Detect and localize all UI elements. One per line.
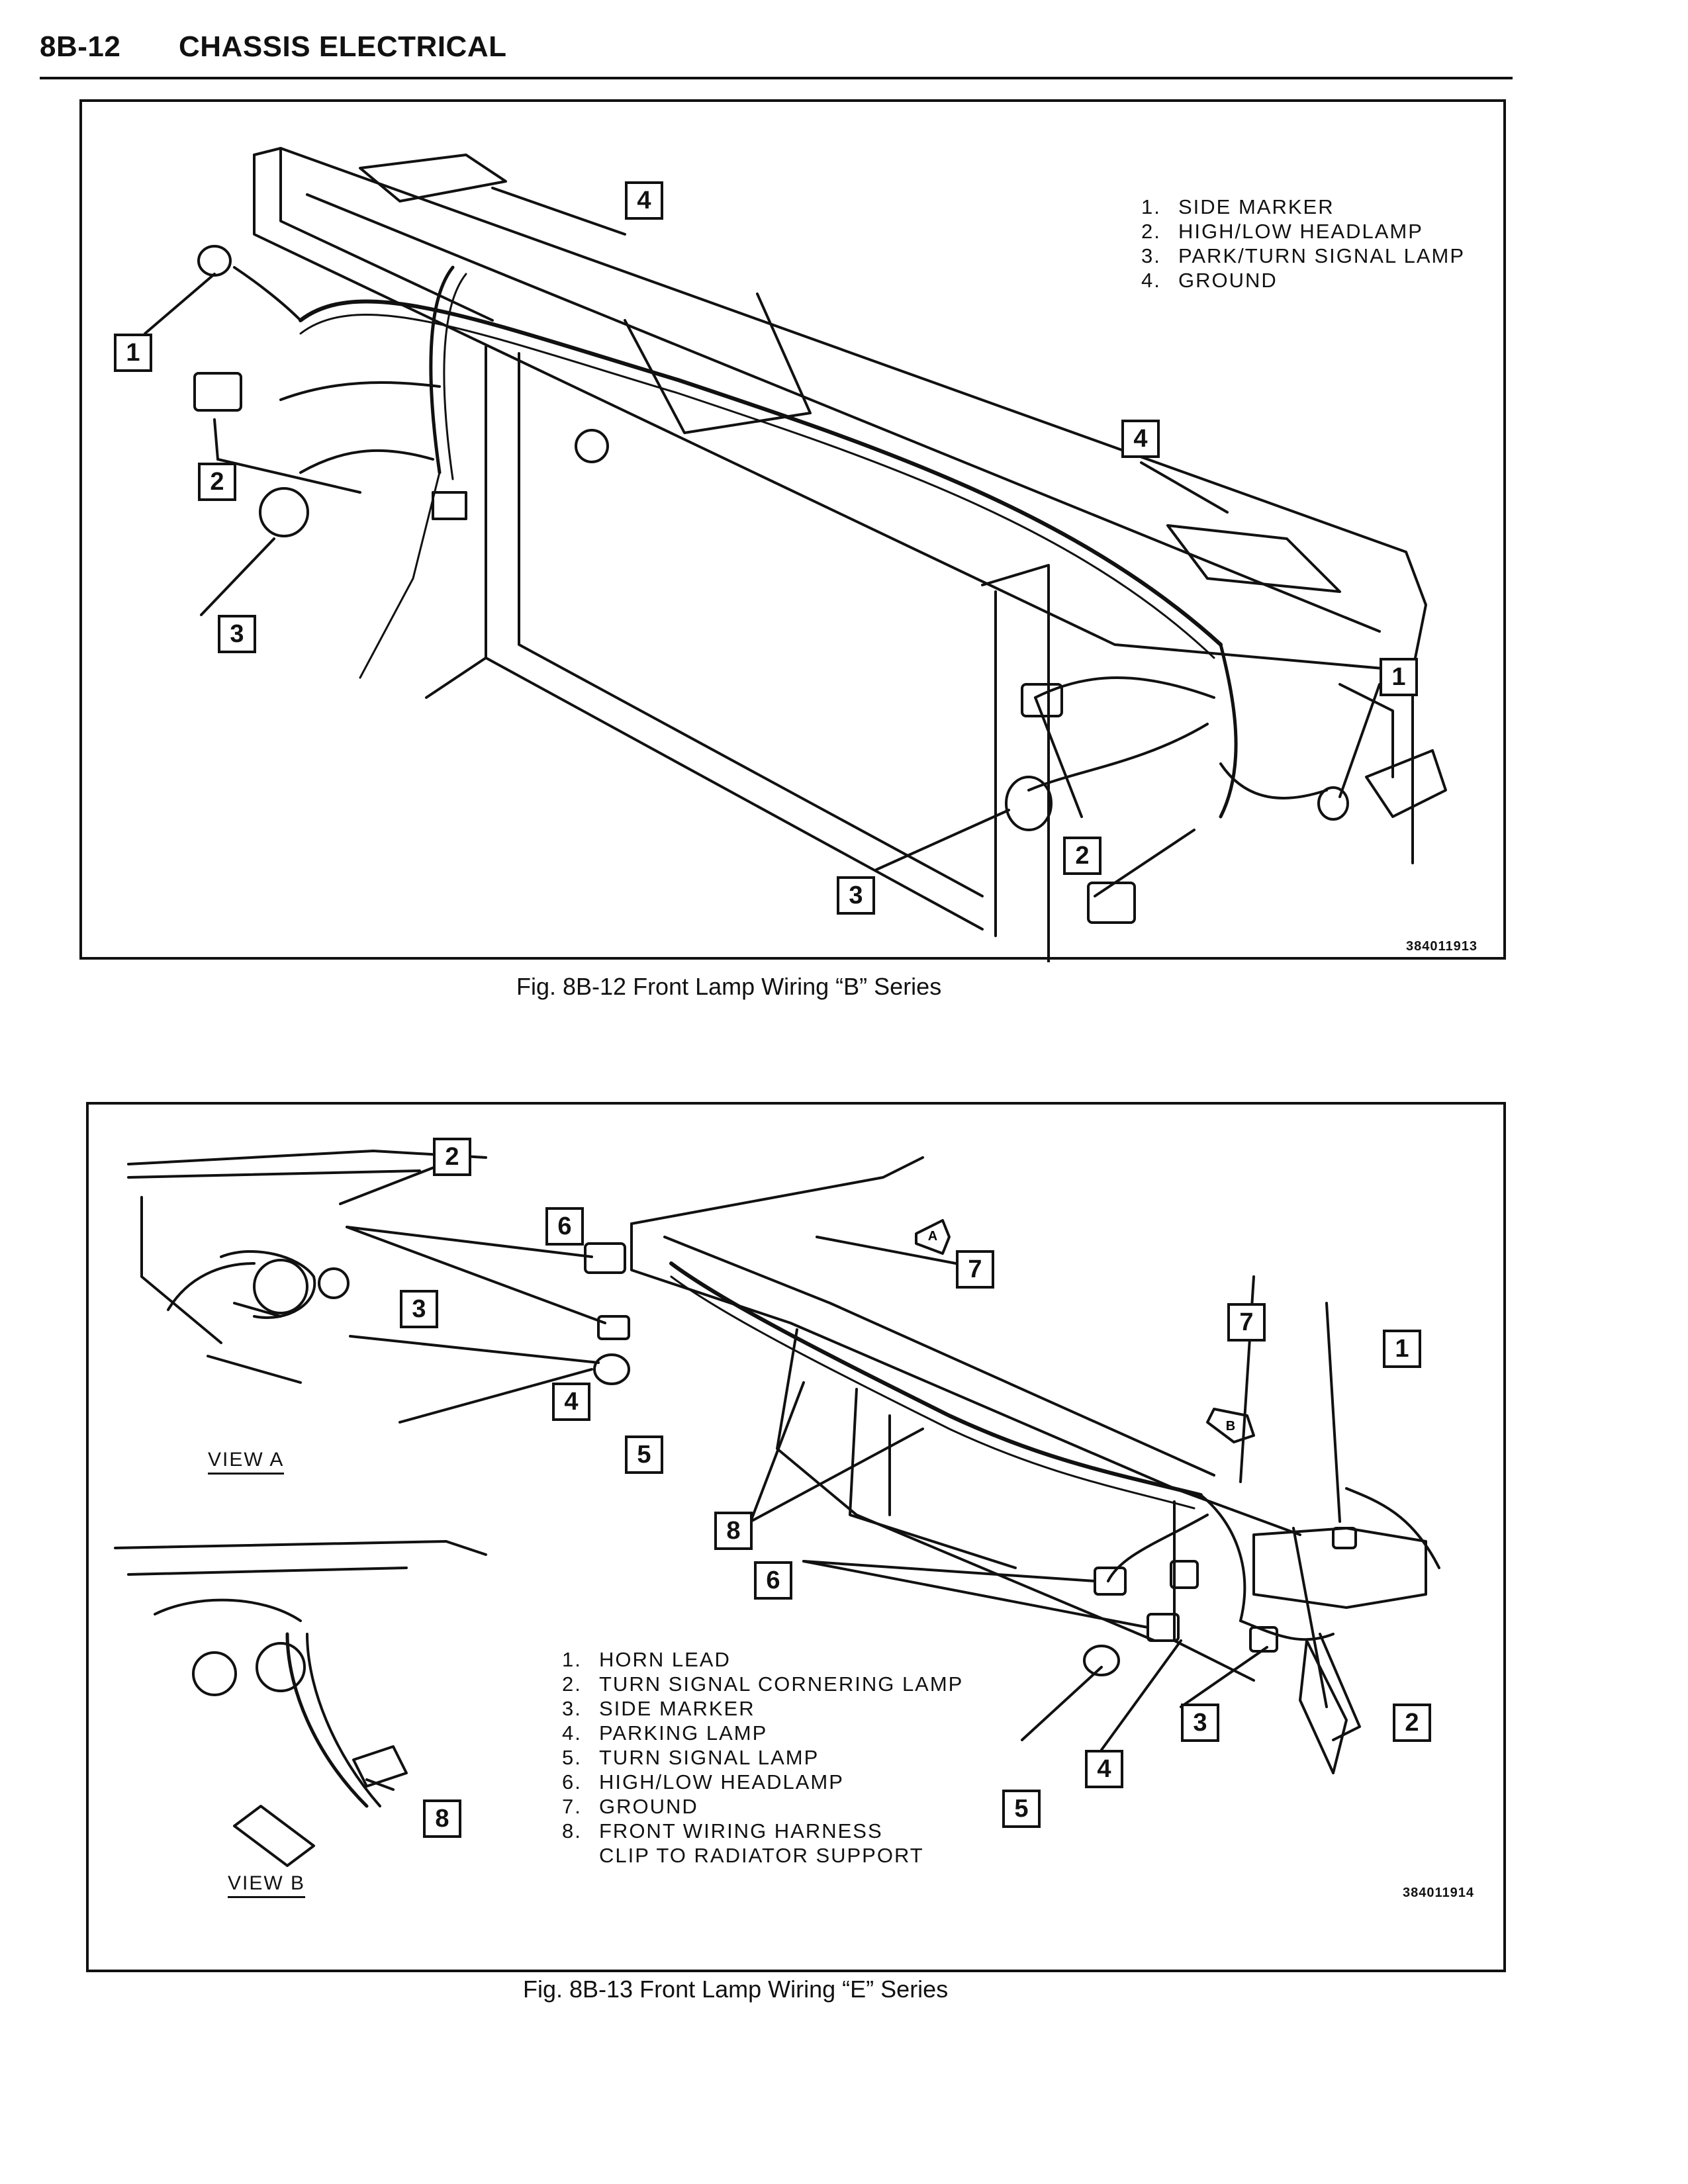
- figure-e-legend: 1.HORN LEAD 2.TURN SIGNAL CORNERING LAMP…: [562, 1647, 963, 1868]
- figure-b-legend: 1.SIDE MARKER 2.HIGH/LOW HEADLAMP 3.PARK…: [1141, 195, 1465, 293]
- callout-headlamp-right: 2: [1063, 837, 1102, 875]
- callout-parking-left: 4: [552, 1383, 590, 1421]
- legend-item: 1.SIDE MARKER: [1141, 195, 1335, 218]
- legend-item: 2.TURN SIGNAL CORNERING LAMP: [562, 1672, 964, 1696]
- figure-b-caption: Fig. 8B-12 Front Lamp Wiring “B” Series: [516, 973, 942, 1000]
- callout-headlamp-left: 6: [545, 1207, 584, 1246]
- figure-b-illustration: [144, 147, 1447, 962]
- legend-item: 6.HIGH/LOW HEADLAMP: [562, 1770, 844, 1794]
- callout-park-turn-left: 3: [218, 615, 256, 653]
- drawing-number: 384011914: [1403, 1886, 1475, 1900]
- callout-ground-right: 7: [1227, 1303, 1266, 1342]
- legend-item: 1.HORN LEAD: [562, 1648, 731, 1671]
- callout-view-b-clip: 8: [423, 1799, 461, 1838]
- callout-park-turn-right: 3: [837, 876, 875, 915]
- callout-horn-lead: 1: [1383, 1330, 1421, 1368]
- callout-side-marker-left: 1: [114, 334, 152, 372]
- direction-marker-b: B: [1226, 1419, 1235, 1433]
- callout-headlamp-right: 6: [754, 1561, 792, 1600]
- callout-ground-top: 4: [625, 181, 663, 220]
- legend-item: 3.SIDE MARKER: [562, 1697, 755, 1720]
- callout-side-marker-right: 1: [1380, 658, 1418, 696]
- page-header: 8B-12 CHASSIS ELECTRICAL: [40, 26, 1513, 79]
- legend-item: 2.HIGH/LOW HEADLAMP: [1141, 220, 1423, 243]
- direction-marker-a: A: [928, 1229, 937, 1244]
- callout-turn-signal-left: 5: [625, 1435, 663, 1474]
- callout-harness-clip: 8: [714, 1512, 753, 1550]
- figure-e-illustration: A B: [114, 1150, 1440, 1867]
- legend-item: 3.PARK/TURN SIGNAL LAMP: [1141, 244, 1466, 267]
- callout-ground-left: 7: [956, 1250, 994, 1289]
- view-b-label: VIEW B: [228, 1872, 306, 1898]
- callout-cornering-right: 2: [1393, 1704, 1431, 1742]
- callout-view-a-side-marker: 3: [400, 1290, 438, 1328]
- legend-item: CLIP TO RADIATOR SUPPORT: [599, 1844, 924, 1867]
- legend-item: 4.GROUND: [1141, 269, 1278, 292]
- legend-item: 4.PARKING LAMP: [562, 1721, 768, 1745]
- figure-e-series: A B 2 3 8 6 7 4 5 7 1 8 6 3 2 4 5 VIEW A…: [86, 1102, 1506, 1972]
- figure-b-series: 4 1 2 3 4 1 2 3 1.SIDE MARKER 2.HIGH/LOW…: [79, 99, 1506, 962]
- legend-item: 8.FRONT WIRING HARNESS: [562, 1819, 883, 1843]
- section-title: CHASSIS ELECTRICAL: [179, 30, 507, 63]
- callout-ground-right: 4: [1121, 420, 1160, 458]
- callout-view-a-cornering: 2: [433, 1138, 471, 1176]
- callout-side-marker-right: 3: [1181, 1704, 1219, 1742]
- callout-turn-signal-right: 5: [1002, 1790, 1041, 1828]
- callout-headlamp-left: 2: [198, 463, 236, 501]
- callout-parking-right: 4: [1085, 1750, 1123, 1788]
- view-a-label: VIEW A: [208, 1449, 285, 1475]
- drawing-number: 384011913: [1406, 939, 1478, 954]
- page-number: 8B-12: [40, 30, 121, 63]
- figure-e-caption: Fig. 8B-13 Front Lamp Wiring “E” Series: [523, 1976, 949, 2003]
- legend-item: 5.TURN SIGNAL LAMP: [562, 1746, 820, 1769]
- legend-item: 7.GROUND: [562, 1795, 698, 1818]
